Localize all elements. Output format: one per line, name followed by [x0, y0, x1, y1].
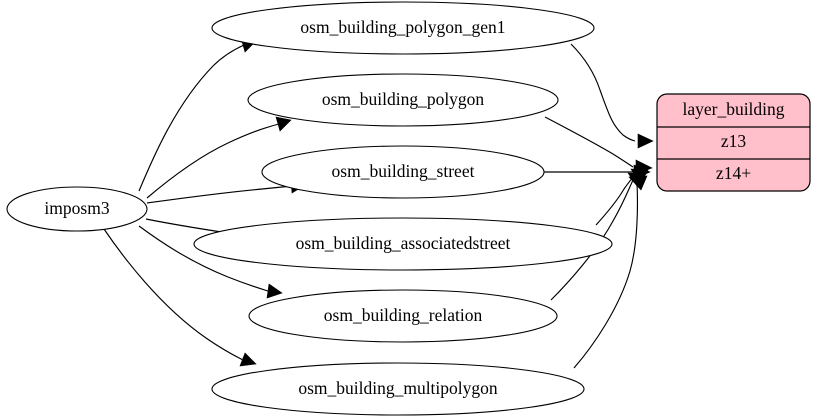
layer-building-name-label: layer_building	[682, 99, 784, 119]
node-imposm3-shape[interactable]	[6, 186, 148, 232]
edge-polygon-gen1-z13	[570, 43, 636, 142]
node-osm-building-relation[interactable]: osm_building_relation	[248, 289, 558, 343]
edge-multipolygon-z14-arrowhead	[628, 175, 648, 191]
edge-imposm3-polygon-arrowhead	[275, 116, 292, 132]
node-osm-building-associatedstreet-shape[interactable]	[193, 217, 613, 271]
node-osm-building-polygon-shape[interactable]	[247, 73, 559, 127]
node-osm-building-polygon-gen1[interactable]: osm_building_polygon_gen1	[211, 1, 595, 55]
node-osm-building-associatedstreet-label: osm_building_associatedstreet	[296, 233, 511, 253]
node-osm-building-relation-label: osm_building_relation	[324, 305, 483, 325]
node-osm-building-multipolygon[interactable]: osm_building_multipolygon	[211, 362, 585, 416]
edge-imposm3-multipolygon	[103, 228, 244, 361]
node-osm-building-polygon-gen1-label: osm_building_polygon_gen1	[300, 17, 505, 37]
node-layer-building-shape[interactable]	[656, 93, 811, 192]
edge-group-tables-to-layer	[543, 43, 654, 369]
edge-relation-z14	[550, 177, 635, 301]
layer-building-z13-label: z13	[721, 131, 747, 151]
node-osm-building-relation-shape[interactable]	[248, 289, 558, 343]
edge-imposm3-multipolygon-arrowhead	[239, 352, 257, 367]
edge-imposm3-polygon-gen1	[138, 44, 245, 192]
edge-polygon-z14	[544, 116, 634, 168]
edge-imposm3-relation	[138, 225, 269, 292]
node-layer-building[interactable]: layer_building z13 z14+	[656, 93, 811, 192]
edge-multipolygon-z14	[573, 182, 639, 369]
node-osm-building-multipolygon-shape[interactable]	[211, 362, 585, 416]
edge-polygon-gen1-z13-arrowhead	[637, 133, 654, 149]
edge-imposm3-polygon	[146, 123, 280, 199]
node-osm-building-associatedstreet[interactable]: osm_building_associatedstreet	[193, 217, 613, 271]
node-imposm3[interactable]: imposm3	[6, 186, 148, 232]
node-osm-building-street[interactable]: osm_building_street	[261, 145, 545, 199]
node-osm-building-polygon-gen1-shape[interactable]	[211, 1, 595, 55]
node-osm-building-polygon[interactable]: osm_building_polygon	[247, 73, 559, 127]
layer-building-z14-label: z14+	[716, 163, 751, 183]
node-osm-building-street-label: osm_building_street	[332, 161, 475, 181]
node-imposm3-label: imposm3	[44, 198, 109, 218]
edge-imposm3-relation-arrowhead	[266, 283, 283, 299]
node-osm-building-street-shape[interactable]	[261, 145, 545, 199]
edge-imposm3-street	[146, 185, 293, 204]
node-osm-building-multipolygon-label: osm_building_multipolygon	[298, 378, 498, 398]
node-osm-building-polygon-label: osm_building_polygon	[322, 89, 485, 109]
